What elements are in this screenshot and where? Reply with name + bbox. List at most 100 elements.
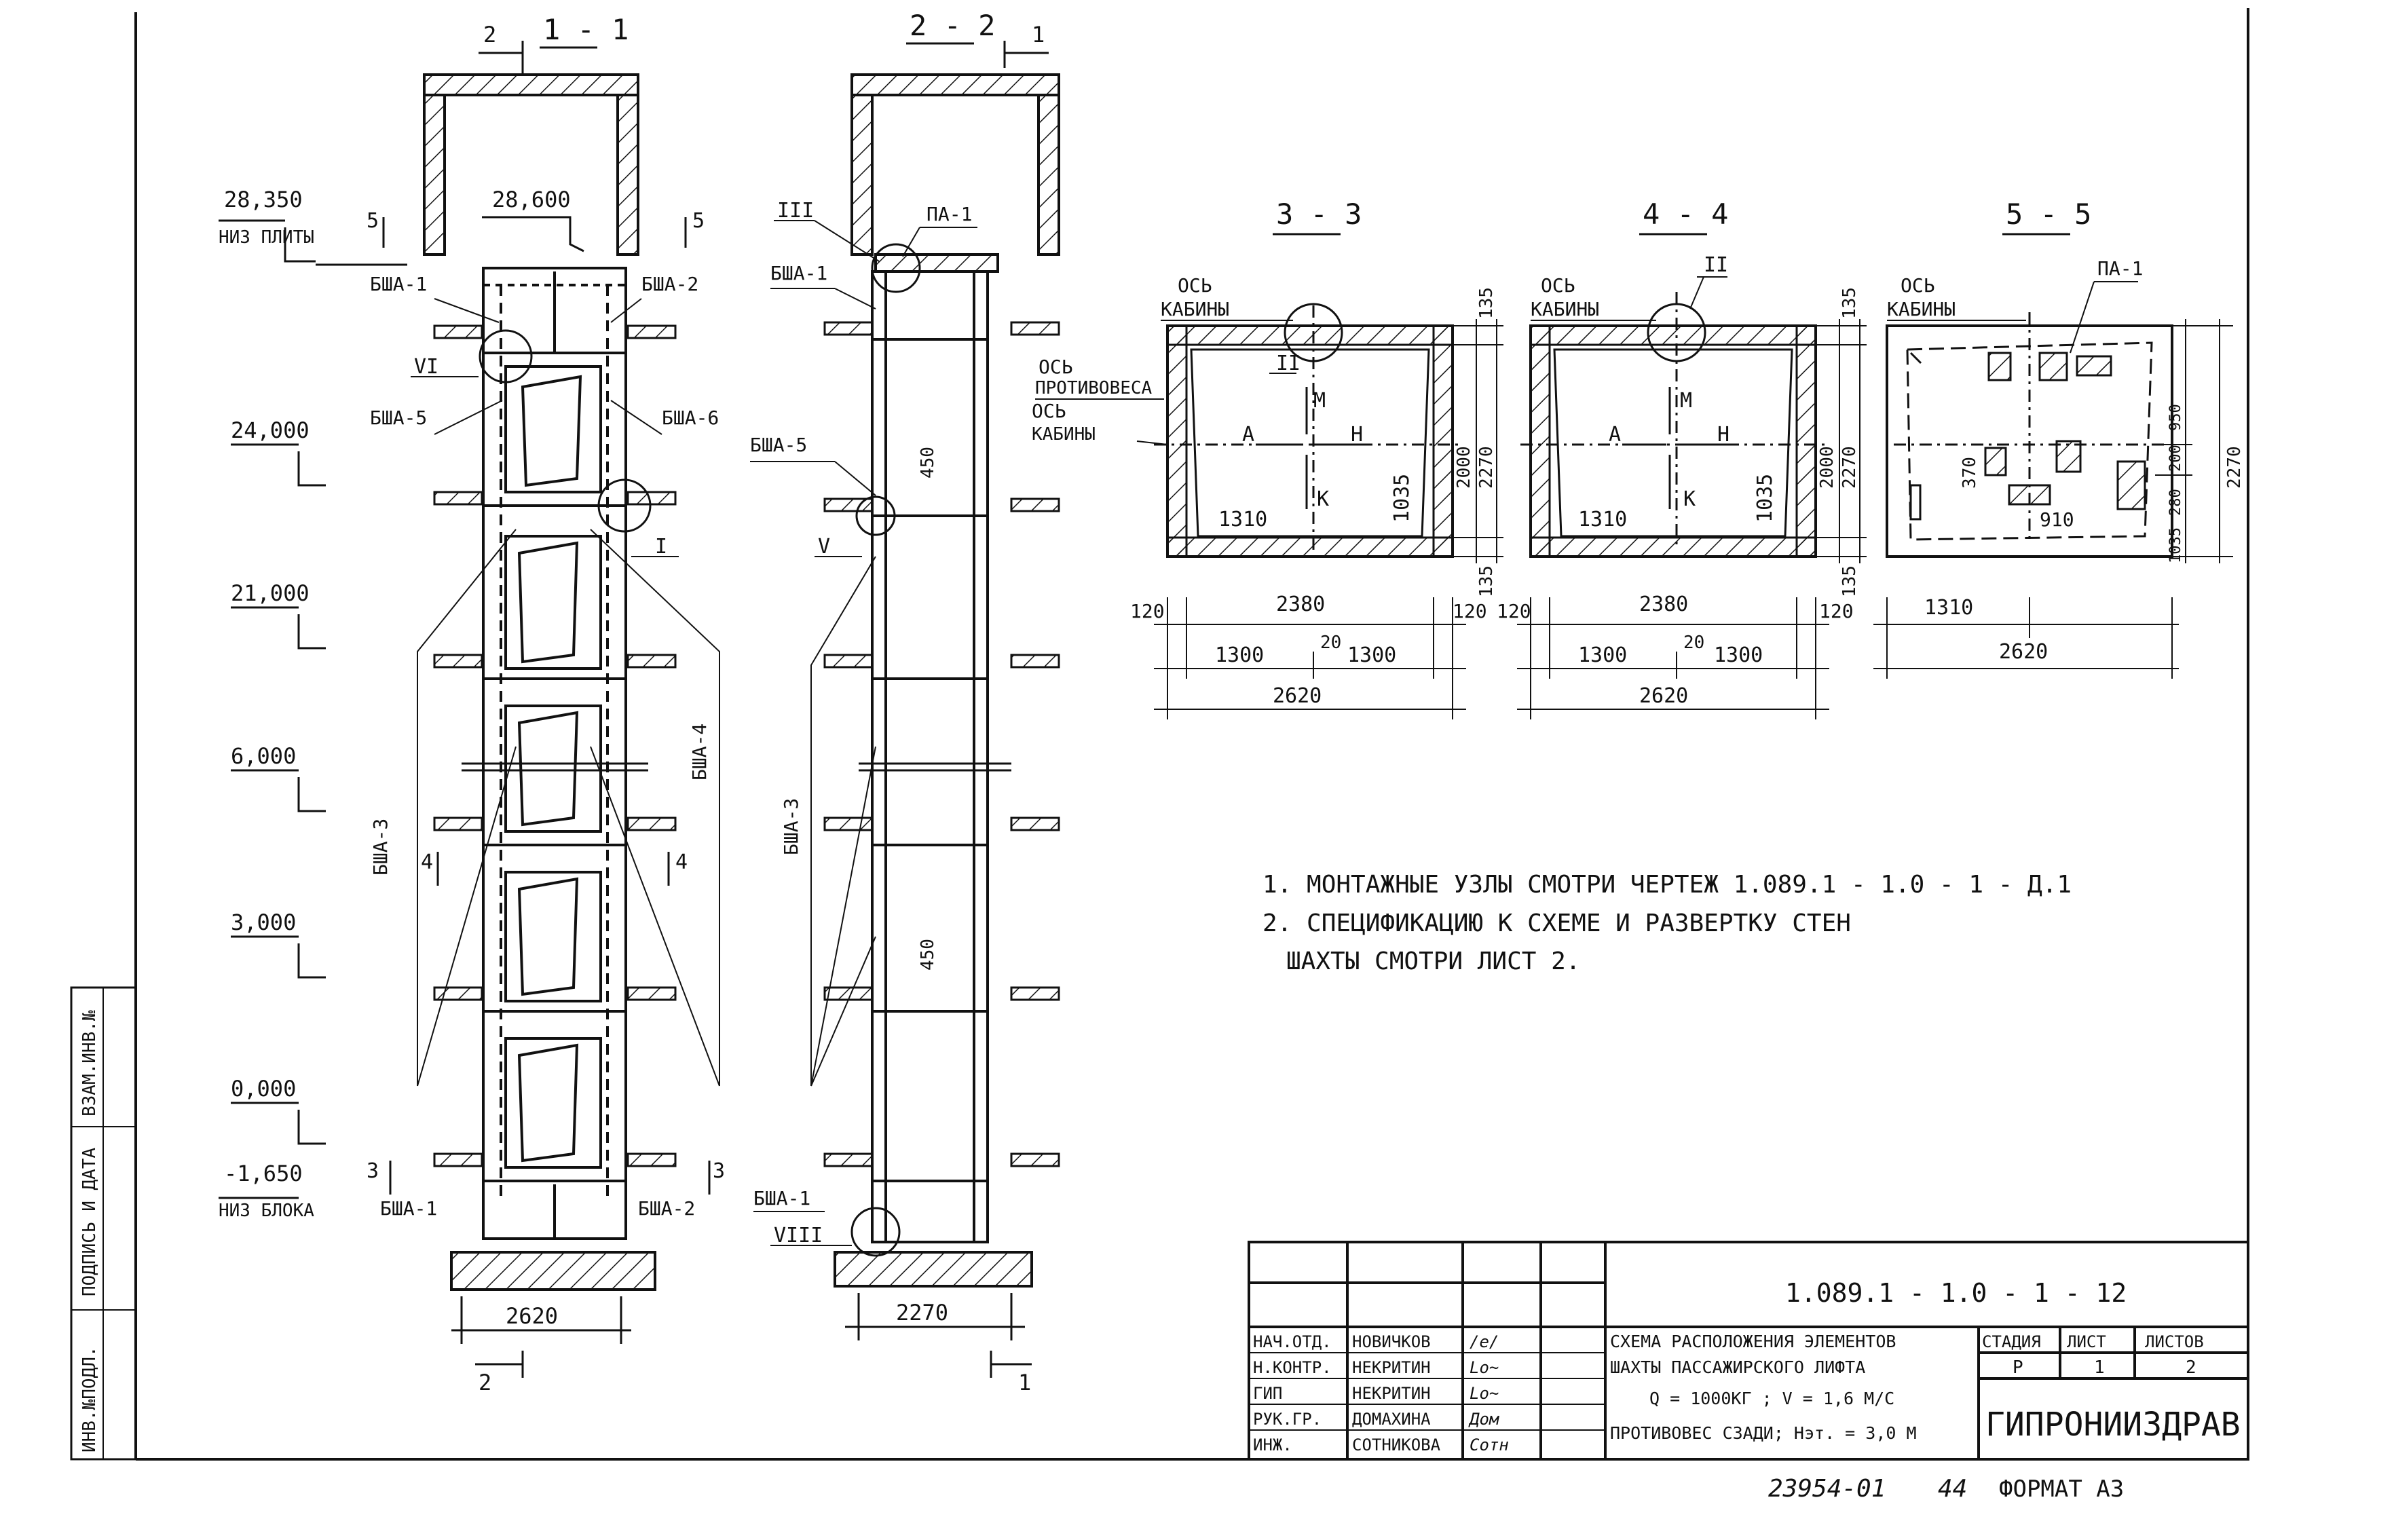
- plan-3-3-n: Н: [1351, 423, 1363, 447]
- section-2-2: 2 - 2 1: [750, 9, 1060, 1395]
- section-1-1-title: 1 - 1: [543, 13, 629, 46]
- plan-3-3-2000: 2000: [1454, 446, 1474, 489]
- pit-foundation-1-1: [450, 1251, 656, 1291]
- plan-4-4-1310: 1310: [1578, 508, 1627, 531]
- plan-4-4-os-label: ОСЬ: [1541, 274, 1575, 297]
- node-ii-4-4: II: [1704, 253, 1728, 277]
- dim-2-2-2270: 2270: [896, 1300, 948, 1326]
- label-bsha2-bottom: БША-2: [638, 1197, 695, 1220]
- node-circle-vi: [479, 329, 533, 383]
- plan-5-5-200: 200: [2167, 445, 2184, 472]
- machine-equipment: [1909, 352, 2146, 521]
- label-bsha2-top: БША-2: [641, 273, 698, 295]
- cut-mark-4-left: 4: [421, 850, 433, 874]
- plan-5-5-kabiny-label: КАБИНЫ: [1887, 298, 1956, 320]
- role-3: РУК.ГР.: [1253, 1410, 1322, 1429]
- plan-3-3-os-prot: ОСЬ: [1039, 356, 1073, 378]
- slab-stubs-1-1: [433, 324, 677, 1167]
- name-1: НЕКРИТИН: [1352, 1358, 1431, 1377]
- plan-4-4-20: 20: [1683, 633, 1704, 653]
- plan-4-4-120-right: 120: [1819, 600, 1854, 622]
- stage-value: Р: [2013, 1357, 2023, 1378]
- plan-3-3-2620: 2620: [1273, 684, 1322, 708]
- plan-3-3-k: К: [1317, 487, 1329, 511]
- door-openings-1-1: [504, 365, 602, 1169]
- label-bsha5-2-2: БША-5: [750, 434, 807, 456]
- label-pa1-plan: ПА-1: [2097, 257, 2143, 280]
- plan-3-3-protivovesa: ПРОТИВОВЕСА: [1035, 378, 1153, 398]
- plan-4-4-2380: 2380: [1639, 593, 1688, 616]
- plan-4-4-1300-left: 1300: [1578, 643, 1627, 667]
- dim-450-top: 450: [918, 447, 938, 478]
- level-28350: 28,350: [224, 187, 303, 212]
- role-1: Н.КОНТР.: [1253, 1358, 1332, 1377]
- plan-3-3-2270: 2270: [1476, 446, 1497, 489]
- desc-line-3: Q = 1000КГ ; V = 1,6 М/С: [1649, 1389, 1894, 1408]
- name-4: СОТНИКОВА: [1352, 1435, 1441, 1454]
- shaft-1-1: [482, 267, 627, 1240]
- plan-3-3-os-label: ОСЬ: [1178, 274, 1212, 297]
- plan-3-3-1300-left: 1300: [1215, 643, 1264, 667]
- plan-4-4-135-top: 135: [1839, 287, 1860, 319]
- desc-line-4: ПРОТИВОВЕС СЗАДИ; Hэт. = 3,0 М: [1610, 1423, 1917, 1443]
- cut-mark-3-left: 3: [367, 1159, 379, 1183]
- label-pa1-section: ПА-1: [927, 203, 972, 225]
- level-21000: 21,000: [231, 580, 310, 606]
- note-line-3: ШАХТЫ СМОТРИ ЛИСТ 2.: [1286, 947, 1580, 975]
- node-vi-label: VI: [414, 355, 438, 379]
- section-3-3-title: 3 - 3: [1276, 198, 1362, 231]
- plan-4-4-k: К: [1683, 487, 1696, 511]
- signature-0: /e/: [1470, 1332, 1499, 1351]
- section-2-2-title: 2 - 2: [910, 9, 995, 42]
- signature-4: Сотн: [1470, 1435, 1509, 1454]
- plan-3-3: 3 - 3 ОСЬ КАБИНЫ ОСЬ ПРОТИВОВЕСА ОСЬ КАБ…: [1032, 198, 1503, 719]
- node-ii-3-3: II: [1276, 352, 1301, 375]
- stage-header: СТАДИЯ: [1982, 1332, 2041, 1351]
- plan-3-3-135-top: 135: [1476, 287, 1497, 319]
- plan-5-5-370: 370: [1960, 457, 1980, 489]
- sheet-header: ЛИСТ: [2067, 1332, 2106, 1351]
- level-niz-plity: НИЗ ПЛИТЫ: [219, 227, 314, 248]
- plan-3-3-kabiny2: КАБИНЫ: [1032, 424, 1096, 445]
- level-6000: 6,000: [231, 743, 296, 769]
- label-bsha4: БША-4: [688, 724, 711, 781]
- cut-mark-5-left: 5: [367, 209, 379, 233]
- note-line-1: 1. МОНТАЖНЫЕ УЗЛЫ СМОТРИ ЧЕРТЕЖ 1.089.1 …: [1263, 871, 2072, 899]
- level-28600: 28,600: [492, 187, 571, 212]
- node-viii-label: VIII: [774, 1224, 823, 1247]
- plan-4-4-120-left: 120: [1497, 600, 1531, 622]
- sheet-value: 1: [2094, 1357, 2105, 1378]
- org-name: ГИПРОНИИЗДРАВ: [1985, 1406, 2241, 1444]
- footer-copies: 44: [1938, 1475, 1967, 1503]
- plan-5-5: 5 - 5 ОСЬ КАБИНЫ ПА-1: [1873, 198, 2245, 679]
- plan-4-4-2270: 2270: [1839, 446, 1860, 489]
- plan-4-4: 4 - 4 ОСЬ КАБИНЫ II М А Н К 1310 1035: [1497, 198, 1867, 719]
- plan-3-3-kabiny-label: КАБИНЫ: [1161, 298, 1229, 320]
- desc-line-2: ШАХТЫ ПАССАЖИРСКОГО ЛИФТА: [1610, 1357, 1865, 1377]
- node-iii-label: III: [777, 199, 814, 223]
- role-0: НАЧ.ОТД.: [1253, 1332, 1332, 1351]
- plan-5-5-2270: 2270: [2224, 446, 2245, 489]
- plan-3-3-1035: 1035: [1390, 474, 1414, 523]
- cut-mark-4-right: 4: [675, 850, 688, 874]
- side-stamp-inv-podl: ИНВ.№ПОДЛ.: [79, 1346, 100, 1452]
- cut-mark-1-bottom: 1: [1018, 1370, 1031, 1395]
- plan-5-5-1310: 1310: [1924, 596, 1973, 620]
- plan-4-4-2620: 2620: [1639, 684, 1688, 708]
- levels-1-1: [219, 443, 326, 1199]
- name-3: ДОМАХИНА: [1352, 1410, 1431, 1429]
- plan-3-3-os-kab2: ОСЬ: [1032, 400, 1066, 422]
- side-stamp-podpis: ПОДПИСЬ И ДАТА: [79, 1148, 100, 1296]
- name-2: НЕКРИТИН: [1352, 1384, 1431, 1403]
- plan-4-4-135-bot: 135: [1839, 565, 1860, 597]
- dim-450-bottom: 450: [918, 939, 938, 971]
- dim-1-1-2620: 2620: [506, 1303, 558, 1329]
- sheets-value: 2: [2186, 1357, 2196, 1378]
- label-bsha1-top: БША-1: [370, 273, 427, 295]
- label-bsha6: БША-6: [662, 407, 719, 429]
- level-minus-1650: -1,650: [224, 1161, 303, 1186]
- plan-5-5-2620: 2620: [1999, 640, 2048, 664]
- cut-mark-1-top: 1: [1032, 22, 1045, 48]
- footer-format: ФОРМАТ А3: [1999, 1476, 2124, 1503]
